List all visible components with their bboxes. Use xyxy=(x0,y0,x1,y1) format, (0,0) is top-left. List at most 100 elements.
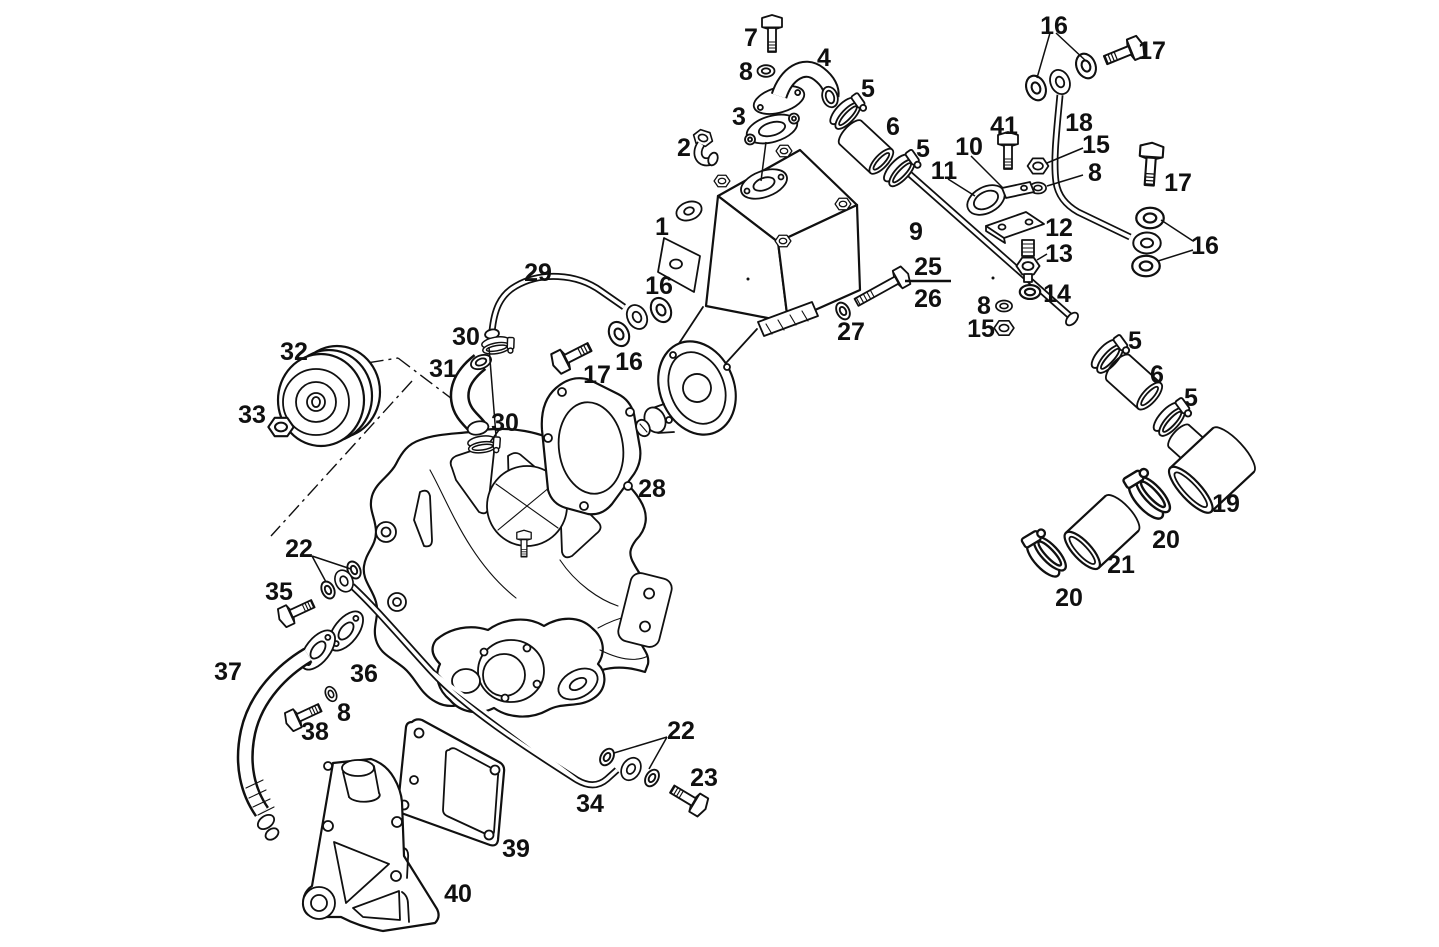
leader-line xyxy=(760,141,767,182)
part-callout-22: 22 xyxy=(667,717,695,745)
scan-speck xyxy=(991,276,995,280)
part-callout-1: 1 xyxy=(655,213,669,241)
part-callout-8: 8 xyxy=(739,58,753,86)
leader-line xyxy=(311,555,352,570)
part-28-gasket xyxy=(540,377,642,516)
part-19-elbow-hose xyxy=(1167,423,1256,514)
leader-line xyxy=(613,736,668,754)
part-callout-16: 16 xyxy=(1191,232,1219,260)
part-callout-8: 8 xyxy=(977,292,991,320)
part-14-washer xyxy=(1018,283,1042,301)
pipe-34-end-eye xyxy=(616,753,646,785)
part-callout-30: 30 xyxy=(491,409,519,437)
part-39-cover-plate xyxy=(396,718,506,847)
part-callout-37: 37 xyxy=(214,658,242,686)
part-31-bypass-hose xyxy=(449,353,492,436)
part-callout-9: 9 xyxy=(909,218,923,246)
leader-line xyxy=(970,155,1004,189)
part-callout-30: 30 xyxy=(452,323,480,351)
part-29-oil-feed-pipe xyxy=(484,273,626,340)
part-callout-31: 31 xyxy=(429,355,457,383)
part-callout-8: 8 xyxy=(337,699,351,727)
part-callout-28: 28 xyxy=(638,475,666,503)
pipe-18-top-eye xyxy=(1045,65,1075,99)
part-33-nut xyxy=(267,416,295,438)
part-15-nut xyxy=(993,319,1015,337)
scan-speck xyxy=(746,277,750,281)
part-callout-33: 33 xyxy=(238,401,266,429)
part-9-air-pipe xyxy=(902,167,1079,327)
leader-line xyxy=(1046,174,1084,187)
part-callout-21: 21 xyxy=(1107,551,1135,579)
part-callout-10: 10 xyxy=(955,133,983,161)
part-16-washer xyxy=(1131,254,1161,278)
leader-line xyxy=(947,178,976,197)
part-13-fitting xyxy=(1015,239,1041,283)
part-37-hose xyxy=(236,647,313,841)
leader-line xyxy=(311,555,327,583)
part-20-clamp xyxy=(1015,522,1075,583)
leader-line xyxy=(1160,219,1194,242)
part-callout-14: 14 xyxy=(1043,280,1071,308)
leader-line xyxy=(648,736,668,770)
part-callout-16: 16 xyxy=(1040,12,1068,40)
part-6-hose xyxy=(837,119,895,175)
part-4-elbow-pipe xyxy=(752,60,840,115)
part-22-washer xyxy=(596,745,618,769)
part-1-air-compressor xyxy=(635,144,862,438)
part-callout-40: 40 xyxy=(444,880,472,908)
part-22-washer xyxy=(641,766,663,790)
part-callout-27: 27 xyxy=(837,318,865,346)
part-callout-6: 6 xyxy=(1150,361,1164,389)
part-callout-17: 17 xyxy=(1164,169,1192,197)
part-callout-17: 17 xyxy=(583,361,611,389)
part-18-oil-pipe xyxy=(1051,94,1132,241)
leader-line xyxy=(1055,32,1087,62)
construction-line xyxy=(270,380,413,537)
part-callout-20: 20 xyxy=(1152,526,1180,554)
part-callout-3: 3 xyxy=(732,103,746,131)
leader-line xyxy=(1036,253,1048,261)
part-callout-38: 38 xyxy=(301,718,329,746)
part-callout-5: 5 xyxy=(916,135,930,163)
part-callout-6: 6 xyxy=(886,113,900,141)
part-callout-15: 15 xyxy=(1082,131,1110,159)
part-callout-15: 15 xyxy=(967,315,995,343)
part-7-bolt xyxy=(761,14,783,53)
part-callout-4: 4 xyxy=(817,44,831,72)
part-11-pipe-clamp xyxy=(966,181,1035,216)
part-callout-22: 22 xyxy=(285,535,313,563)
part-callout-23: 23 xyxy=(690,764,718,792)
pipe-18-bottom-eye xyxy=(1132,231,1162,255)
part-40-bracket xyxy=(301,757,440,933)
part-callout-26: 26 xyxy=(914,285,942,313)
part-callout-19: 19 xyxy=(1212,490,1240,518)
part-callout-5: 5 xyxy=(1128,327,1142,355)
leader-line xyxy=(1036,32,1051,79)
part-callout-16: 16 xyxy=(645,272,673,300)
leader-line xyxy=(489,429,500,443)
part-32-pulley xyxy=(276,344,382,448)
part-callout-25: 25 xyxy=(914,253,942,281)
part-callout-34: 34 xyxy=(576,790,604,818)
part-22-washer xyxy=(317,578,339,602)
part-callout-41: 41 xyxy=(990,112,1018,140)
part-16-washer xyxy=(1071,49,1101,83)
part-16-washer xyxy=(1135,206,1165,230)
leader-line xyxy=(488,346,497,437)
part-34-pipe xyxy=(349,583,620,789)
part-callout-36: 36 xyxy=(350,660,378,688)
part-8-washer xyxy=(995,299,1013,313)
part-15-nut xyxy=(1026,157,1050,175)
leader-line xyxy=(1046,147,1084,164)
part-callout-16: 16 xyxy=(615,348,643,376)
part-callout-5: 5 xyxy=(1184,384,1198,412)
part-8-washer xyxy=(756,64,776,78)
part-21-hose xyxy=(1063,494,1141,571)
part-callout-39: 39 xyxy=(502,835,530,863)
part-12-plate xyxy=(985,211,1045,244)
part-16-washer xyxy=(1021,71,1051,105)
part-callout-2: 2 xyxy=(677,134,691,162)
